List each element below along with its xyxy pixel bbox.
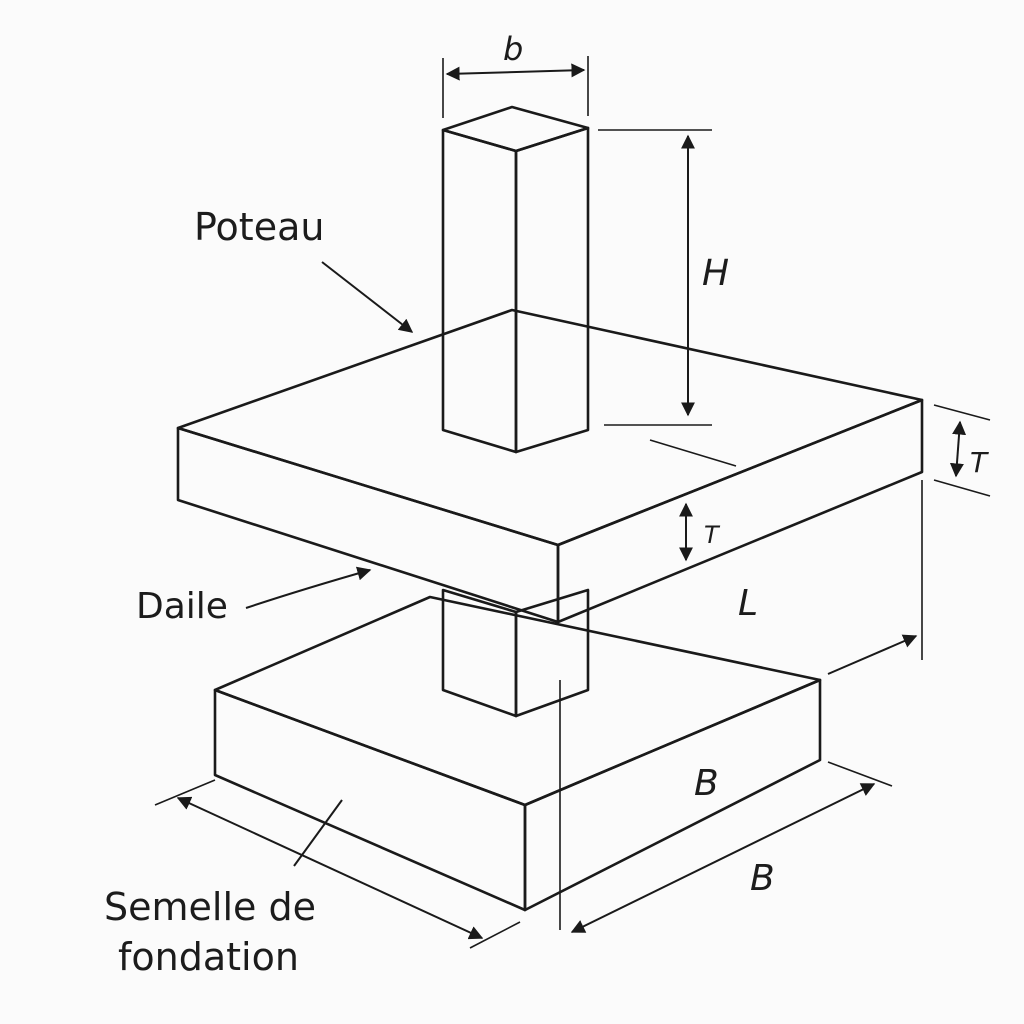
label-semelle-line1: Semelle de — [104, 885, 316, 929]
lower-column-left-face — [441, 588, 518, 718]
dimension-l-label: L — [738, 583, 758, 624]
lower-column — [441, 588, 590, 718]
label-semelle: Semelle de fondation — [104, 799, 343, 979]
dimension-h: H — [598, 129, 737, 467]
label-daile: Daile — [136, 566, 372, 627]
dimension-t-front: T — [679, 502, 721, 562]
lower-column-right-face — [514, 588, 590, 718]
upper-column — [441, 105, 590, 454]
column-right-face — [514, 126, 590, 454]
label-semelle-line2: fondation — [118, 935, 299, 979]
dimension-footing-front — [154, 779, 521, 949]
slab-front-face — [176, 426, 560, 624]
dimension-b-bottom: B — [559, 680, 893, 933]
dimension-t-right: T — [933, 404, 991, 497]
dimension-h-label: H — [702, 253, 729, 294]
dimension-b: b — [442, 30, 589, 118]
footing-front-face — [213, 688, 527, 912]
dimension-b-side-label: B — [694, 763, 719, 804]
dimension-b-side: B — [694, 763, 719, 804]
dimension-b-label: b — [503, 30, 523, 68]
slab — [176, 308, 924, 624]
dimension-b-bottom-label: B — [750, 858, 775, 899]
label-poteau-text: Poteau — [194, 205, 324, 249]
slab-right-face — [556, 398, 924, 624]
column-left-face — [441, 128, 518, 454]
label-poteau: Poteau — [194, 205, 414, 333]
footing-right-face — [523, 678, 822, 912]
dimension-t-front-label: T — [704, 521, 721, 549]
dimension-l: L — [738, 480, 923, 675]
label-daile-text: Daile — [136, 586, 228, 627]
footing-top-face — [213, 595, 822, 807]
dimension-t-right-label: T — [970, 446, 989, 479]
footing — [213, 595, 822, 912]
slab-top-face — [176, 308, 924, 547]
column-top-face — [441, 105, 590, 153]
